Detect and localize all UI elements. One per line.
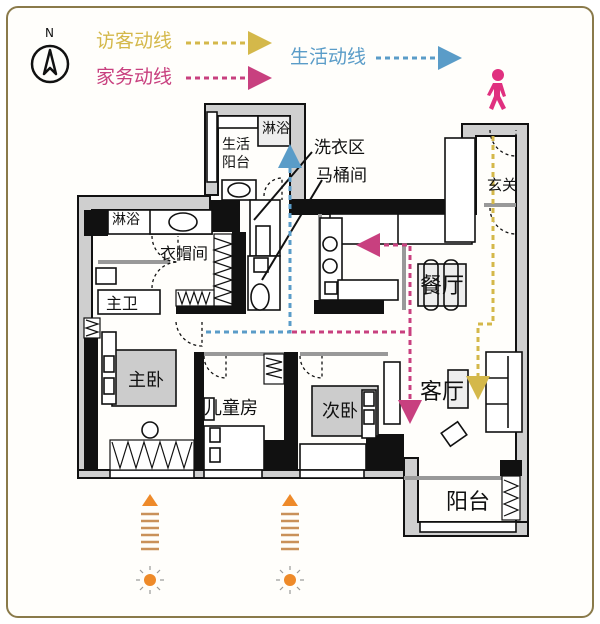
room-label-service-balcony: 生活 [222,137,250,153]
legend-housework-route: 家务动线 [96,66,173,88]
room-label-kids-room: 儿童房 [204,398,258,419]
room-label-living: 客厅 [420,380,465,405]
legend-visitor-route: 访客动线 [96,30,173,52]
life-route [206,144,302,334]
room-label-master-bedroom: 主卧 [128,370,164,391]
room-label-toilet-room: 马桶间 [316,166,367,186]
sunlight-arrow-icon-1 [136,494,164,594]
room-label-balcony: 阳台 [446,490,491,515]
room-label-dining: 餐厅 [420,274,465,299]
room-label-cloakroom: 衣帽间 [160,244,209,263]
room-label-service-balcony-2: 阳台 [222,155,250,171]
legend-life-route: 生活动线 [290,46,367,68]
compass-icon [30,44,70,84]
solid-walls [84,200,522,476]
compass-north-label: N [45,26,54,40]
room-label-shower-1: 淋浴 [262,121,290,137]
room-label-shower-2: 淋浴 [112,212,140,228]
room-label-entrance: 玄关 [487,176,518,194]
room-label-master-bath: 主卫 [106,294,139,313]
housework-route-2 [356,233,412,332]
visitor-route [466,136,495,400]
person-walking-icon [487,69,506,110]
room-label-second-bedroom: 次卧 [322,401,358,422]
room-label-laundry: 洗衣区 [314,138,365,158]
sunlight-arrow-icon-2 [276,494,304,594]
